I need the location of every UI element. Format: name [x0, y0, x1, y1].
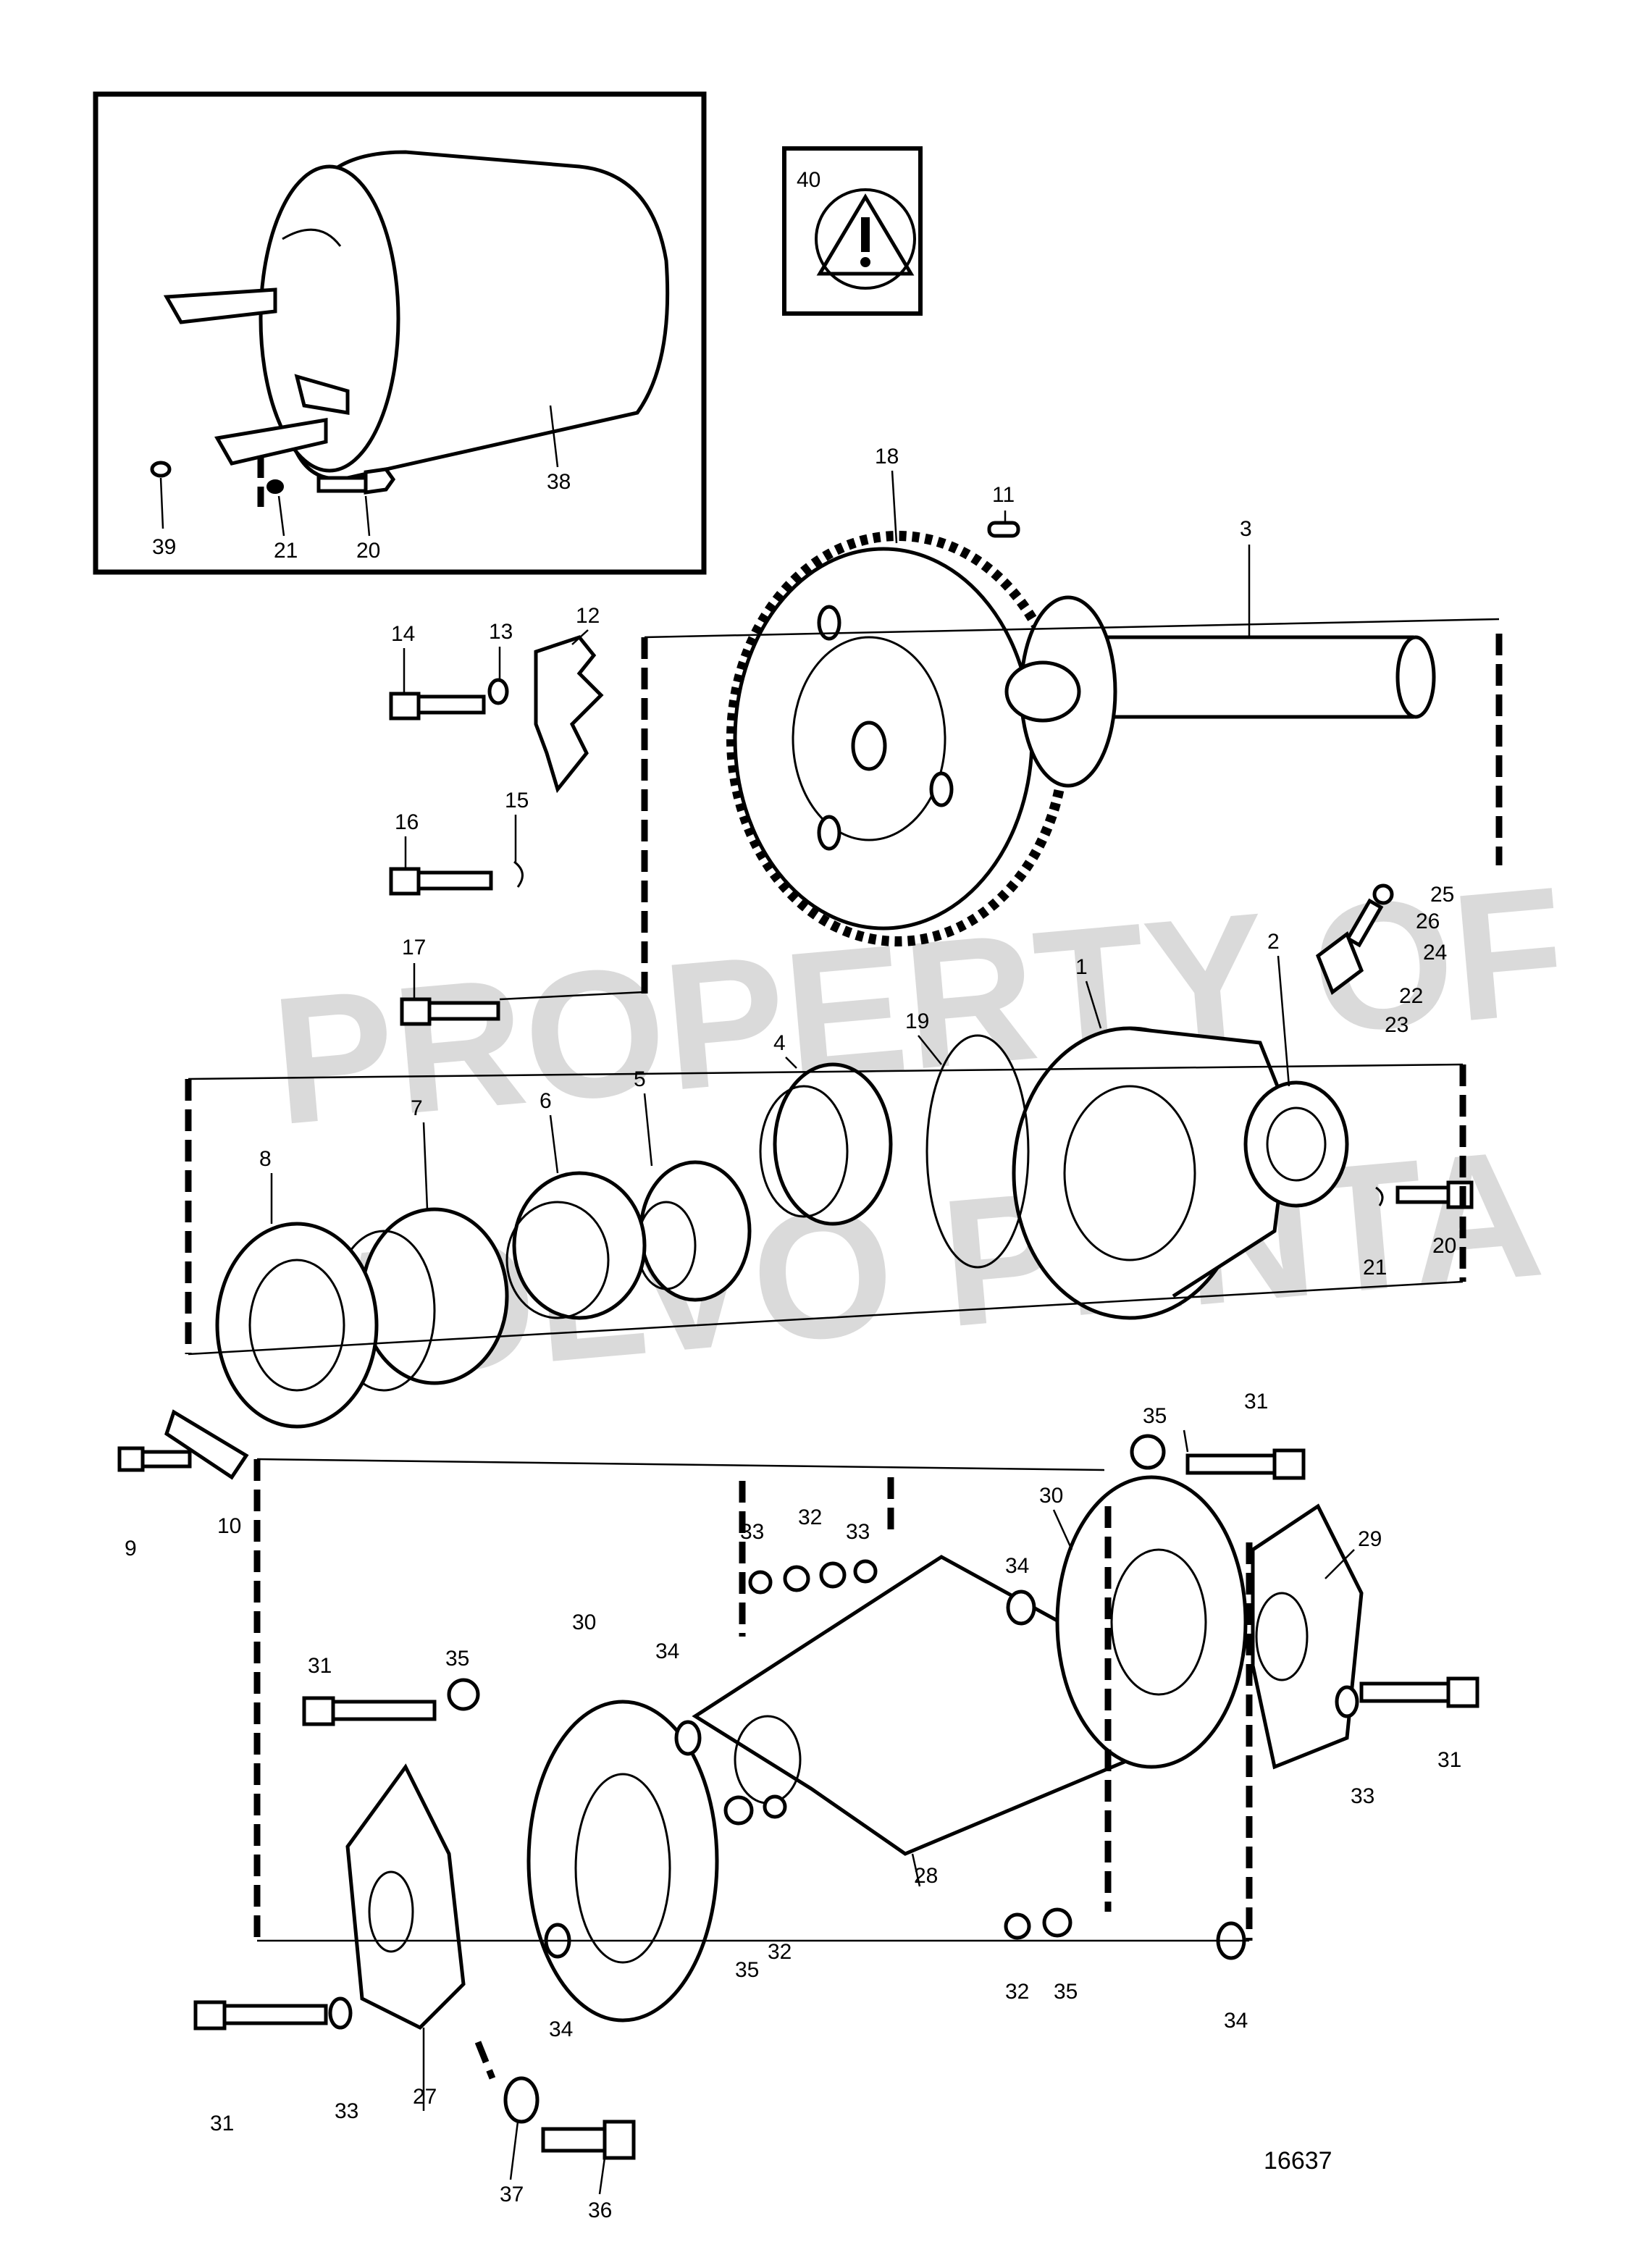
- callout-7: 7: [411, 1096, 423, 1120]
- bearing-part-7: [332, 1207, 509, 1392]
- callout-29: 29: [1358, 1527, 1382, 1551]
- callout-32-mid: 32: [768, 1940, 792, 1964]
- inset-panel: [93, 91, 707, 575]
- seal-part-2: [1243, 1080, 1349, 1208]
- lock-plate-part-12: [534, 635, 604, 794]
- callout-31-left: 31: [308, 1654, 332, 1678]
- callout-35-bottom: 35: [1054, 1980, 1078, 2004]
- callout-21-inset: 21: [274, 539, 298, 563]
- bolt-part-31-left: [302, 1696, 437, 1726]
- callout-33-bottom: 33: [335, 2099, 358, 2123]
- callout-4: 4: [773, 1031, 786, 1055]
- bolt-part-36: [541, 2120, 636, 2160]
- housing-part-1: [1012, 1026, 1291, 1320]
- inset-border: [93, 91, 707, 575]
- callout-1: 1: [1075, 955, 1088, 979]
- callout-33-top-right: 33: [846, 1520, 870, 1544]
- callout-20-inset: 20: [356, 539, 380, 563]
- bolt-part-31-right: [1359, 1676, 1479, 1708]
- callout-10: 10: [217, 1514, 241, 1538]
- pin-part-11: [987, 521, 1020, 538]
- callout-39: 39: [152, 535, 176, 559]
- callout-34-bottom: 34: [549, 2017, 573, 2041]
- callout-32-bottom: 32: [1005, 1980, 1029, 2004]
- callout-20: 20: [1432, 1234, 1456, 1258]
- callout-3: 3: [1240, 517, 1252, 541]
- callout-23: 23: [1385, 1013, 1409, 1037]
- callout-36: 36: [588, 2198, 612, 2222]
- callout-14: 14: [391, 622, 415, 646]
- warning-triangle-icon: [815, 188, 916, 290]
- callout-24: 24: [1423, 941, 1447, 965]
- assembly-lines: [185, 618, 1503, 2080]
- lock-part-10: [164, 1409, 249, 1480]
- callouts: 38 39 21 20 18 11 3 14 13 12 16 15 17 25…: [125, 445, 1461, 2222]
- callout-11: 11: [992, 483, 1015, 507]
- callout-31-top: 31: [1244, 1390, 1268, 1414]
- callout-35-top: 35: [1143, 1404, 1167, 1428]
- plate-part-30-right: [1055, 1475, 1248, 1769]
- adjuster-parts-22-26: [1315, 883, 1394, 995]
- callout-15: 15: [505, 789, 529, 812]
- callout-37: 37: [500, 2183, 524, 2206]
- bolt-part-9: [117, 1446, 192, 1472]
- callout-34-left: 34: [655, 1639, 679, 1663]
- warning-box: 40: [782, 146, 923, 316]
- callout-27: 27: [413, 2085, 437, 2109]
- callout-26: 26: [1416, 910, 1440, 933]
- sleeve-part-6: [505, 1171, 647, 1320]
- callout-32-top: 32: [798, 1505, 822, 1529]
- callout-8: 8: [259, 1147, 272, 1171]
- small-hardware-32-35: [328, 1434, 1359, 2030]
- washer-part-37: [503, 2076, 540, 2124]
- callout-33-right: 33: [1351, 1784, 1374, 1808]
- callout-19: 19: [905, 1009, 929, 1033]
- callout-22: 22: [1399, 984, 1423, 1008]
- callout-25: 25: [1430, 883, 1454, 907]
- cylinder-cover-part-38: [163, 150, 670, 481]
- callout-34-top: 34: [1005, 1554, 1029, 1578]
- callout-35-mid: 35: [735, 1958, 759, 1982]
- callout-31-bottom: 31: [210, 2112, 234, 2135]
- callout-35-left: 35: [445, 1647, 469, 1671]
- inset-hardware: [150, 461, 396, 495]
- o-ring-part-19: [925, 1034, 1030, 1269]
- warning-number: 40: [797, 168, 820, 192]
- callout-16: 16: [395, 810, 419, 834]
- bearing-part-4: [759, 1062, 893, 1226]
- gear-part-18: [726, 531, 1070, 946]
- callout-38: 38: [547, 470, 571, 494]
- washer-part-13: [487, 678, 509, 705]
- callout-5: 5: [634, 1067, 646, 1091]
- bracket-part-27: [345, 1763, 466, 2030]
- callout-30-left: 30: [572, 1610, 596, 1634]
- washer-part-15: [513, 860, 524, 888]
- callout-13: 13: [489, 620, 513, 644]
- bolt-part-31-bottom: [193, 2000, 328, 2030]
- callout-30-right: 30: [1039, 1484, 1063, 1508]
- callout-2: 2: [1267, 930, 1280, 954]
- bolt-part-17: [400, 997, 500, 1026]
- bolt-part-14: [389, 692, 486, 721]
- flange-part-8: [215, 1222, 379, 1429]
- bolt-part-16: [389, 867, 493, 896]
- callout-12: 12: [576, 604, 600, 628]
- leader-lines: [159, 405, 1355, 2195]
- callout-34-right: 34: [1224, 2009, 1248, 2033]
- camshaft-part-3: [1004, 595, 1436, 788]
- callout-31-right: 31: [1437, 1748, 1461, 1772]
- callout-18: 18: [875, 445, 899, 469]
- figure-number: 16637: [1264, 2147, 1332, 2175]
- callout-21: 21: [1363, 1256, 1387, 1280]
- bracket-part-29: [1251, 1503, 1364, 1770]
- callout-9: 9: [125, 1537, 137, 1561]
- callout-17: 17: [402, 936, 426, 959]
- callout-33-top-left: 33: [740, 1520, 764, 1544]
- callout-6: 6: [540, 1089, 552, 1113]
- bolt-part-31-top: [1185, 1448, 1306, 1480]
